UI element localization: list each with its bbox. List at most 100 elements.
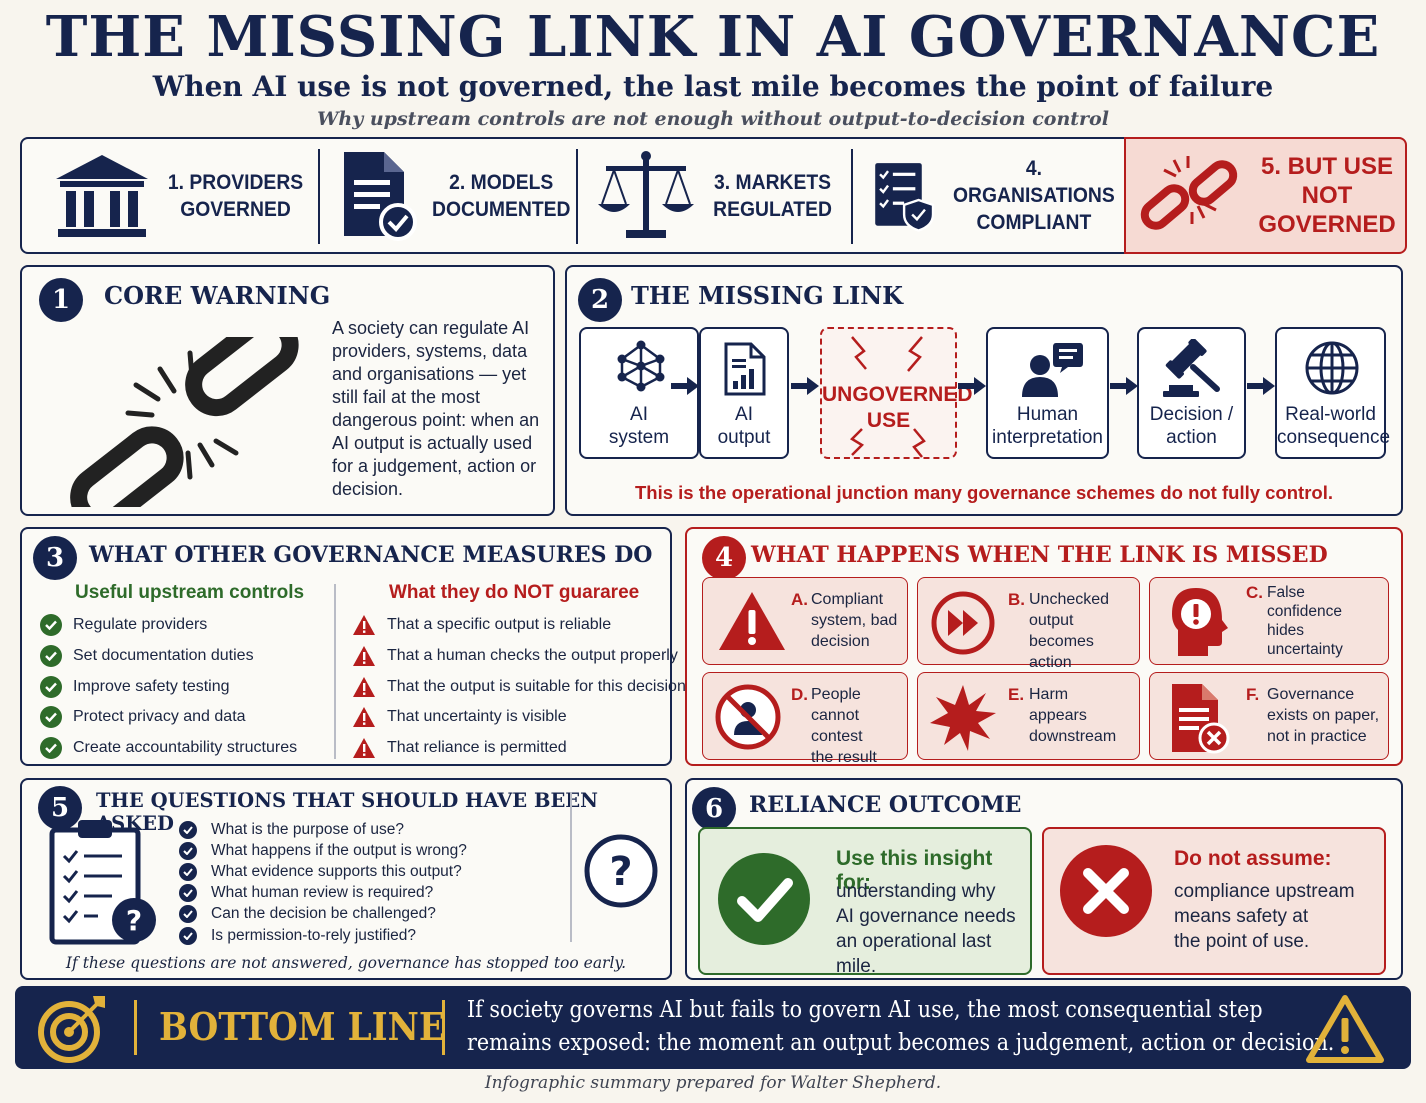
warning-icon [719,592,785,650]
scales-icon [598,150,694,238]
do-not-assume-box: Do not assume: compliance upstream means… [1042,827,1386,975]
use-insight-box: Use this insight for: understanding why … [698,827,1032,977]
flow-label-line1: Real-world [1285,404,1376,425]
flow-arrow-icon [791,377,819,395]
warning-icon [353,738,375,758]
head-alert-icon [1172,588,1228,656]
card-text-line: People [811,686,861,703]
not-guarantee-item: That uncertainty is visible [352,706,567,728]
divider [442,1000,445,1055]
upstream-item: Regulate providers [40,614,207,636]
svg-text:?: ? [126,904,142,937]
card-letter: D. [791,685,808,704]
person-speech-icon [1022,343,1083,397]
bottom-line-label: BOTTOM LINE [159,1004,445,1049]
strip-divider [851,149,853,244]
question-item: What is the purpose of use? [179,821,404,839]
upstream-item: Improve safety testing [40,676,230,698]
panel-title: THE MISSING LINK [631,281,904,310]
card-text-line: exists on paper, [1267,707,1380,724]
not-guarantee-item: That the output is suitable for this dec… [352,676,686,698]
strip-label-line2: GOVERNED [180,197,291,221]
panel-title: WHAT HAPPENS WHEN THE LINK IS MISSED [751,542,1328,568]
column-divider [570,792,572,942]
panel-title: WHAT OTHER GOVERNANCE MEASURES DO [89,542,653,568]
panel-number-badge: 4 [702,536,746,580]
not-guarantee-item: That a human checks the output properly [352,645,678,667]
card-text-line: Governance [1267,686,1355,703]
card-letter: B. [1008,590,1025,609]
page-title: THE MISSING LINK IN AI GOVERNANCE [45,4,1381,70]
flow-label-line2: action [1166,427,1217,448]
flow-label-line2: system [608,427,670,448]
strip-label-line1: 5. BUT USE [1260,153,1394,180]
upstream-item: Create accountability structures [40,737,297,759]
footer-credit: Infographic summary prepared for Walter … [484,1073,942,1093]
card-text-line: system, bad [811,612,898,629]
panel-number-badge: 5 [38,786,82,830]
strip-label-line1: 4. ORGANISATIONS [953,157,1115,207]
card-text-line: Unchecked [1029,591,1110,608]
flow-arrow-icon [1247,377,1275,395]
checklist-shield-icon [875,162,935,232]
document-check-icon [344,151,417,241]
check-icon [179,884,197,902]
strip-divider [576,149,578,244]
card-letter: F. [1246,685,1260,704]
check-icon [179,905,197,923]
not-guarantee-item: That reliance is permitted [352,737,567,759]
check-icon [40,645,62,667]
card-text-line: Harm [1029,686,1069,703]
check-icon [40,614,62,636]
blocked-person-icon [715,684,781,750]
consequence-card-f: F. Governance exists on paper, not in pr… [1149,672,1389,760]
flow-arrow-icon [1110,377,1138,395]
not-guarantee-heading: What they do NOT guararee [389,582,640,603]
check-icon [40,737,62,759]
card-text-line: cannot contest [811,707,863,745]
flow-label-line2: output [717,427,771,448]
not-assume-text-line: the point of use. [1174,931,1310,952]
page-subtitle: When AI use is not governed, the last mi… [152,70,1274,103]
card-text-line: the result [811,749,877,766]
governance-strip: 1. PROVIDERS GOVERNED 2. MODELS DOCUMENT… [20,137,1407,254]
warning-icon [353,615,375,635]
burst-icon [930,685,996,751]
check-icon [40,676,62,698]
column-divider [334,584,336,759]
question-mark-icon: ? [584,834,658,908]
bottom-line-text: If society governs AI but fails to gover… [467,997,1263,1023]
flow-label-line2: interpretation [992,427,1103,448]
card-letter: A. [791,590,808,609]
use-text-line: understanding why [836,881,996,902]
upstream-heading: Useful upstream controls [75,582,305,603]
clipboard-question-icon: ? [49,820,156,945]
flow-label-line1: AI [735,404,753,425]
missing-link-note: This is the operational junction many go… [635,482,1333,503]
upstream-item: Set documentation duties [40,645,254,667]
panel-reliance-outcome: 6 RELIANCE OUTCOME Use this insight for:… [685,778,1403,980]
strip-label-line2: COMPLIANT [976,211,1092,234]
check-icon [179,927,197,945]
page-tagline: Why upstream controls are not enough wit… [317,108,1109,130]
strip-label-line2: REGULATED [713,197,832,221]
strip-item-use-not-governed: 5. BUT USE NOT GOVERNED [1124,137,1407,254]
flow-label-line1: Human [1016,404,1079,425]
panel-title: RELIANCE OUTCOME [749,792,1022,818]
consequence-card-b: B. Unchecked output becomes action [917,577,1140,671]
panel-title: CORE WARNING [104,281,331,310]
flow-label-line1: AI [630,404,648,425]
check-icon [179,863,197,881]
strip-label-line1: 1. PROVIDERS [167,170,304,194]
flow-step-decision-action: Decision /action [1137,327,1246,459]
card-text-line: uncertainty [1267,641,1343,658]
flow-label-line1: Decision / [1149,404,1234,425]
strip-label-line2: NOT [1301,182,1353,209]
flow-arrow-icon [671,377,699,395]
card-text-line: confidence [1267,603,1342,620]
consequence-card-c: C. False confidence hides uncertainty [1149,577,1389,665]
broken-chain-icon [70,337,299,507]
warning-icon [353,707,375,727]
